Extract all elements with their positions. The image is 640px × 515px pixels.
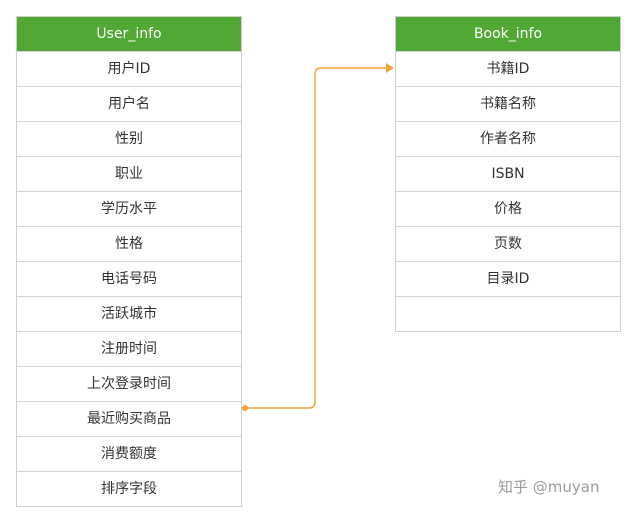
book-info-field-row: 目录ID: [396, 261, 620, 296]
watermark: 知乎 @muyan: [498, 478, 600, 496]
book-info-field-row: 作者名称: [396, 121, 620, 156]
user-info-field-row: 性别: [17, 121, 241, 156]
book-info-field-row: 书籍ID: [396, 51, 620, 86]
user-info-field-row: 活跃城市: [17, 296, 241, 331]
user-info-field-row: 排序字段: [17, 471, 241, 506]
book-info-field-row: 页数: [396, 226, 620, 261]
book-info-field-row: ISBN: [396, 156, 620, 191]
user-info-field-row: 学历水平: [17, 191, 241, 226]
user-info-field-row: 用户ID: [17, 51, 241, 86]
user-info-field-row: 电话号码: [17, 261, 241, 296]
book-info-field-row: [396, 296, 620, 331]
relation-start-dot: [242, 405, 248, 411]
user-info-field-row: 最近购买商品: [17, 401, 241, 436]
book-info-field-row: 价格: [396, 191, 620, 226]
user-info-field-row: 性格: [17, 226, 241, 261]
user-info-field-row: 用户名: [17, 86, 241, 121]
user-info-field-row: 消费额度: [17, 436, 241, 471]
relation-arrowhead-icon: [386, 63, 394, 73]
relation-line: [245, 67, 387, 409]
user-info-field-row: 上次登录时间: [17, 366, 241, 401]
user-info-field-row: 职业: [17, 156, 241, 191]
book-info-table-title: Book_info: [396, 17, 620, 51]
user-info-field-row: 注册时间: [17, 331, 241, 366]
book-info-field-row: 书籍名称: [396, 86, 620, 121]
user-info-table-title: User_info: [17, 17, 241, 51]
